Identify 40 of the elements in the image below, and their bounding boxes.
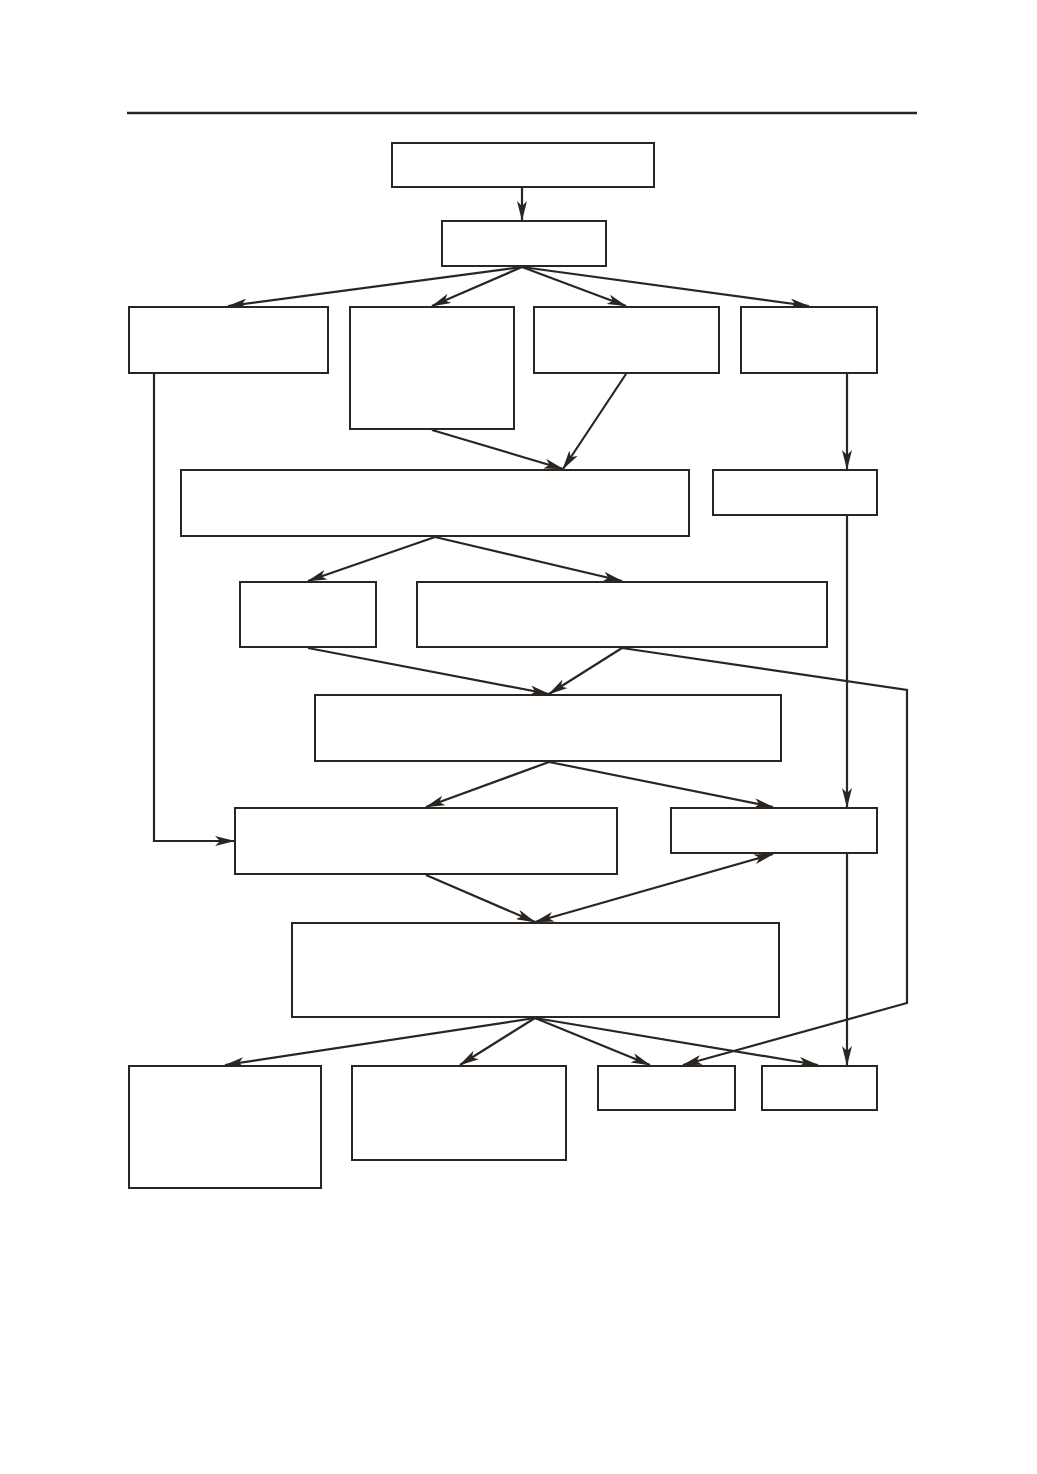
empty-box [761, 1065, 878, 1111]
arrow [562, 373, 627, 470]
arrow [431, 266, 523, 307]
empty-box [349, 306, 515, 430]
arrow [517, 188, 527, 221]
arrow [621, 646, 909, 1067]
arrow [842, 854, 852, 1066]
arrow [431, 428, 564, 471]
arrow [152, 374, 235, 846]
arrow [521, 265, 627, 308]
empty-box [239, 581, 377, 648]
arrow [307, 535, 436, 583]
empty-box [441, 220, 607, 267]
empty-box [533, 306, 720, 374]
arrow [548, 760, 774, 809]
arrow [459, 1017, 536, 1066]
empty-box [128, 1065, 322, 1189]
arrow [307, 646, 550, 696]
empty-box [291, 922, 780, 1018]
arrow [434, 535, 623, 583]
empty-box [314, 694, 782, 762]
empty-box [234, 807, 618, 875]
empty-box [128, 306, 329, 374]
arrow [521, 265, 810, 309]
empty-box [416, 581, 828, 648]
empty-box [351, 1065, 567, 1161]
empty-box [391, 142, 655, 188]
empty-box [712, 469, 878, 516]
arrow [425, 760, 550, 809]
arrow [534, 1017, 651, 1066]
arrow [534, 1016, 819, 1067]
empty-box [180, 469, 690, 537]
empty-box [670, 807, 878, 854]
empty-box [740, 306, 878, 374]
empty-box [597, 1065, 736, 1111]
arrow [842, 374, 852, 470]
arrow [425, 874, 536, 923]
arrow [534, 852, 774, 924]
arrow [548, 647, 623, 695]
arrow [842, 516, 852, 808]
